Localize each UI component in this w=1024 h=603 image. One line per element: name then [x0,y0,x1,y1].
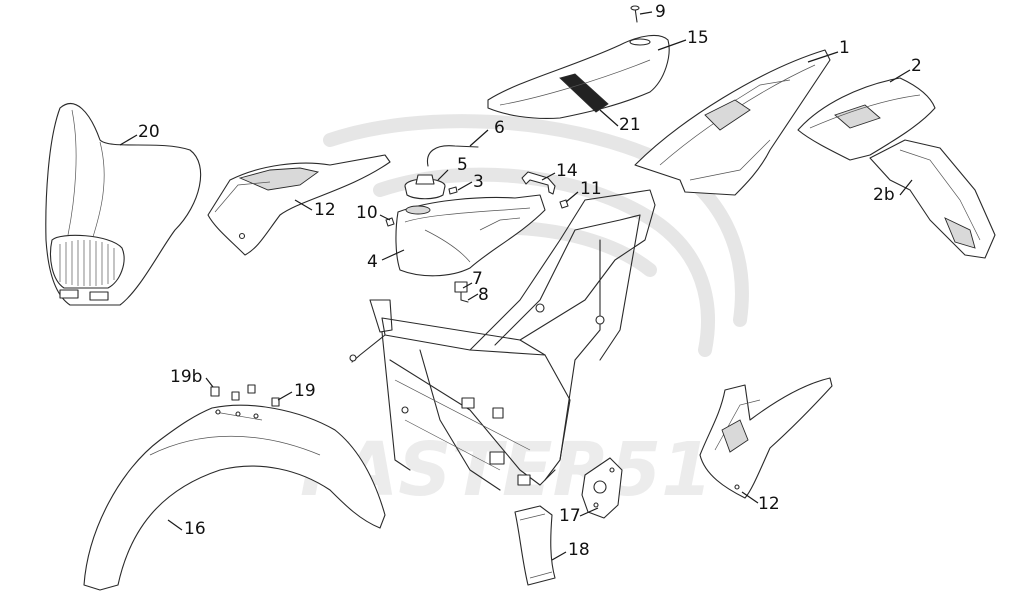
leader-lines [119,11,913,561]
callout-21: 21 [619,115,641,135]
part-side-panel-left [207,154,391,256]
callout-19b: 19b [170,367,203,387]
callout-12-right: 12 [758,494,780,514]
part-screw-3 [448,186,458,195]
callout-11: 11 [580,179,602,199]
callout-16: 16 [184,519,206,539]
callout-14: 14 [556,161,578,181]
part-seat [487,34,670,119]
callout-8: 8 [478,285,489,305]
part-breather-hose [426,145,479,167]
callout-2: 2 [911,56,922,76]
part-air-duct [514,505,556,586]
callout-4: 4 [367,252,378,272]
callout-15: 15 [687,28,709,48]
callout-10: 10 [356,203,378,223]
callout-3: 3 [473,172,484,192]
callout-20: 20 [138,122,160,142]
part-fuel-tap [454,281,469,303]
part-tail-section [634,49,831,196]
part-frame [349,189,656,491]
callout-17: 17 [559,506,581,526]
callout-1: 1 [839,38,850,58]
part-fuel-tank [395,194,546,277]
part-side-panel-right [699,377,833,499]
part-screw-10 [385,217,395,227]
callout-19: 19 [294,381,316,401]
part-bolts-19 [210,384,280,407]
callout-18: 18 [568,540,590,560]
part-protection-plate [581,457,623,519]
callout-5: 5 [457,155,468,175]
part-front-fender [83,404,386,591]
part-plate-holder [869,139,996,259]
callout-9: 9 [655,2,666,22]
callout-2b: 2b [873,185,895,205]
part-bracket-14 [521,171,556,195]
callout-7: 7 [472,269,483,289]
part-fuel-cap [404,174,446,200]
callout-12-left: 12 [314,200,336,220]
part-bolt-9 [630,5,640,23]
part-headlight-mask [45,103,202,306]
watermark-logo: FASTER51 [300,114,749,513]
part-rear-fender [797,77,936,161]
callout-6: 6 [494,118,505,138]
